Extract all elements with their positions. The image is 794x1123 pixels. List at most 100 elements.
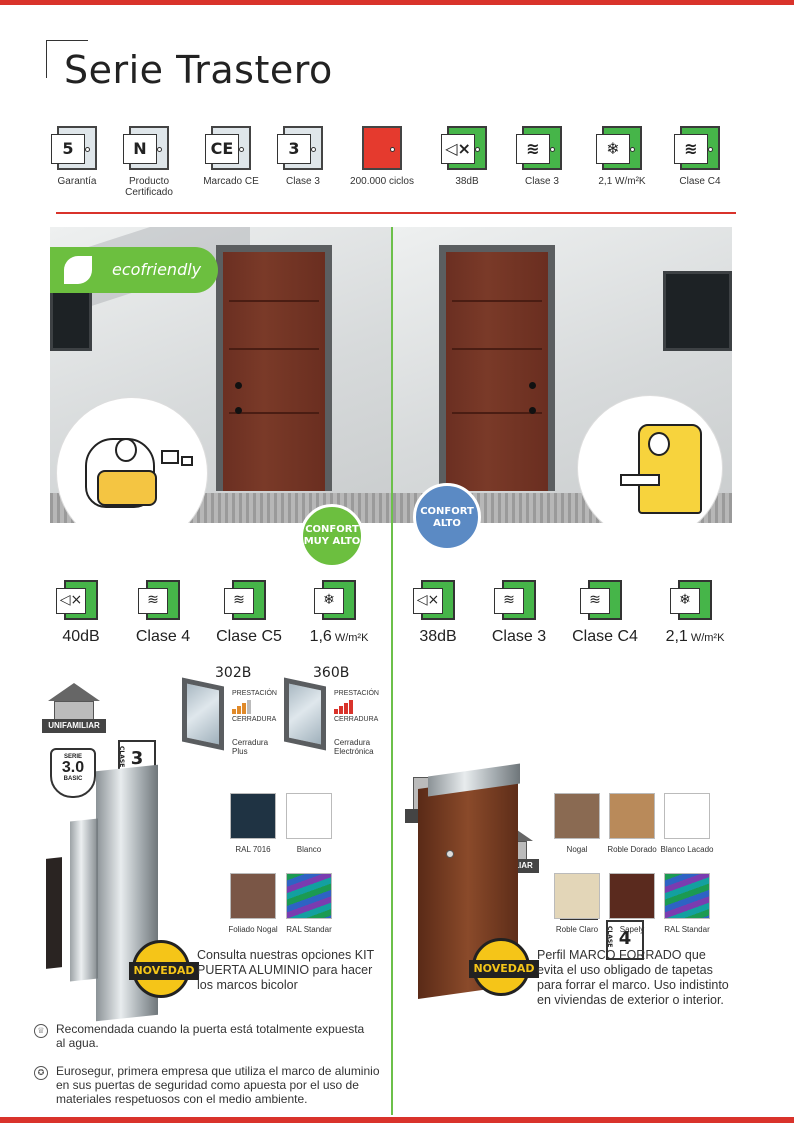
confort-alto-badge: CONFORT ALTO [413,483,481,551]
feature-icon-label: Clase 3 [525,176,559,187]
spec-value: Clase 3 [491,628,547,645]
door-360b-glass [284,677,326,751]
feature-icon-label: 2,1 W/m²K [598,176,646,187]
thermal-icon: ❄ [670,580,712,620]
air-class-icon: ≋ [494,580,536,620]
left-description: Consulta nuestras opciones KIT PUERTA AL… [197,948,374,992]
color-swatch [286,793,332,839]
lock-plus-card: PRESTACIÓN CERRADURA Cerradura Plus [232,690,277,756]
color-swatch [230,793,276,839]
acoustic-icon: ◁× [56,580,98,620]
color-swatch [664,793,710,839]
model-360b-label: 360B [313,665,350,681]
feature-icon-label: 200.000 ciclos [350,176,414,187]
swatch-label: Blanco [296,845,322,854]
page-title: Serie Trastero [64,48,333,92]
swatch-label: RAL Standar [286,925,332,934]
spec-value: Clase 4 [135,628,191,645]
feature-icon-label: Clase 3 [286,176,320,187]
bottom-red-bar [0,1117,794,1123]
feature-icon-cell: ◁× 38dB [430,126,504,187]
air-class-icon: ≋ [138,580,180,620]
illustration-armchair-person [577,395,723,523]
acoustic-icon: ◁× [413,580,455,620]
swatch-label: Nogal [566,845,588,854]
illustration-reading-person [56,397,208,523]
spec-value: 38dB [419,628,457,645]
ce-mark-icon: CE [205,126,251,170]
spec-cell: ≋ Clase 4 [120,580,206,646]
feature-icon-cell: ≋ Clase C4 [663,126,737,187]
medal-icon: ✪ [34,1066,48,1080]
color-swatch [286,873,332,919]
thermal-icon: ❄ [596,126,642,170]
door-302b-glass [182,677,224,751]
wind-class-icon: ≋ [674,126,720,170]
feature-icon-cell: N Producto Certificado [112,126,186,198]
title-bracket [46,40,88,78]
serie-3-basic-badge: SERIE 3.0 BASIC [50,748,96,798]
top-red-bar [0,0,794,5]
feature-icon-cell: ❄ 2,1 W/m²K [585,126,659,187]
feature-icon-label: Garantía [57,176,97,187]
key-cycles-icon [362,126,402,170]
wind-class-icon: ≋ [580,580,622,620]
feature-icon-cell: 200.000 ciclos [345,126,419,187]
center-green-divider [391,227,393,1115]
novedad-badge-right: NOVEDAD [469,938,539,996]
warranty-5-icon: 5 [51,126,97,170]
spec-cell: ≋ Clase C4 [562,580,648,646]
color-swatch [609,793,655,839]
leaf-icon [64,256,92,284]
wooden-door-left [223,252,325,491]
note-water: Recomendada cuando la puerta está totalm… [56,1022,365,1050]
swatch-label: Roble Claro [555,925,599,934]
lock-electronic-card: PRESTACIÓN CERRADURA Cerradura Electróni… [334,690,379,756]
novedad-badge-left: NOVEDAD [129,940,199,998]
spec-cell: ◁× 38dB [395,580,481,646]
right-description: Perfil MARCO FORRADO que evita el uso ob… [537,948,729,1007]
spec-cell: ≋ Clase 3 [476,580,562,646]
spec-value: 40dB [62,628,100,645]
air-class-icon: ≋ [516,126,562,170]
spec-cell: ≋ Clase C5 [206,580,292,646]
swatch-label: Blanco Lacado [660,845,714,854]
swatch-label: RAL Standar [664,925,710,934]
swatch-label: Roble Dorado [607,845,657,854]
spec-cell: ◁× 40dB [38,580,124,646]
swatch-label: RAL 7016 [235,845,271,854]
spec-value: Clase C4 [572,628,638,645]
certified-product-icon: N [123,126,169,170]
house-unifamiliar-icon: UNIFAMILIAR [42,683,106,733]
spec-value: Clase C5 [216,628,282,645]
color-swatch [230,873,276,919]
color-swatch [664,873,710,919]
clase-4-icon: 4 CLASE [606,920,644,960]
feature-icon-label: 38dB [455,176,479,187]
feature-icon-label: Marcado CE [203,176,259,187]
photo-right [393,227,732,523]
trophy-icon: ♕ [34,1024,48,1038]
feature-icon-label: Producto Certificado [125,176,173,198]
feature-icon-label: Clase C4 [679,176,721,187]
swatch-label: Foliado Nogal [228,925,278,934]
color-swatch [554,873,600,919]
red-divider [56,212,736,214]
note-eurosegur: Eurosegur, primera empresa que utiliza e… [56,1064,380,1106]
class-3-shield-icon: 3 [277,126,323,170]
acoustic-icon: ◁× [441,126,487,170]
color-swatch [554,793,600,839]
color-swatch [609,873,655,919]
thermal-icon: ❄ [314,580,356,620]
model-302b-label: 302B [215,665,252,681]
wind-class-icon: ≋ [224,580,266,620]
ecofriendly-badge: ecofriendly [50,247,218,293]
feature-icon-cell: ≋ Clase 3 [505,126,579,187]
swatch-label: Sapely [619,925,645,934]
